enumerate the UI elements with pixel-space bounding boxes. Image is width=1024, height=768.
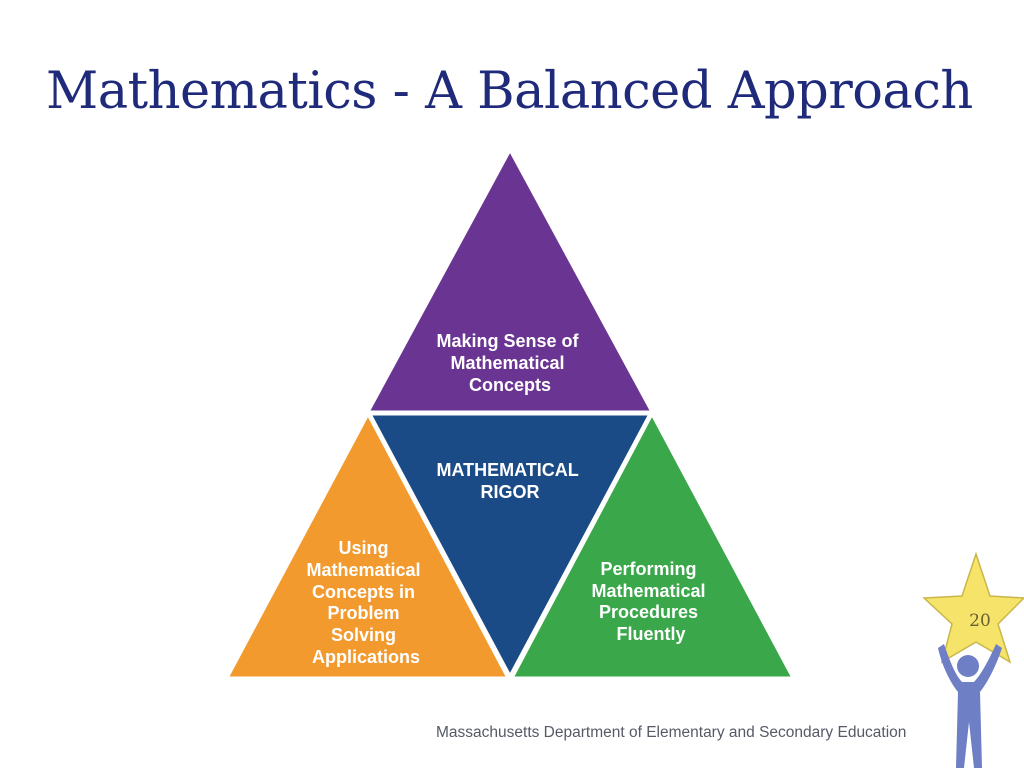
slide-title: Mathematics - A Balanced Approach	[46, 62, 973, 121]
footer-organization: Massachusetts Department of Elementary a…	[436, 724, 907, 741]
page-number: 20	[969, 611, 991, 631]
left-triangle	[224, 410, 511, 680]
center-triangle-label: MATHEMATICAL RIGOR	[437, 460, 584, 502]
star-figure-icon	[922, 552, 1024, 768]
right-triangle	[509, 410, 796, 680]
figure-shape	[938, 644, 1002, 768]
top-triangle-label: Making Sense of Mathematical Concepts	[436, 331, 583, 395]
left-triangle-label: Using Mathematical Concepts in Problem S…	[306, 538, 425, 667]
right-triangle-label: Performing Mathematical Procedures Fluen…	[591, 559, 710, 644]
star-shape	[922, 552, 1024, 664]
top-triangle	[365, 146, 655, 414]
center-triangle	[367, 412, 653, 680]
